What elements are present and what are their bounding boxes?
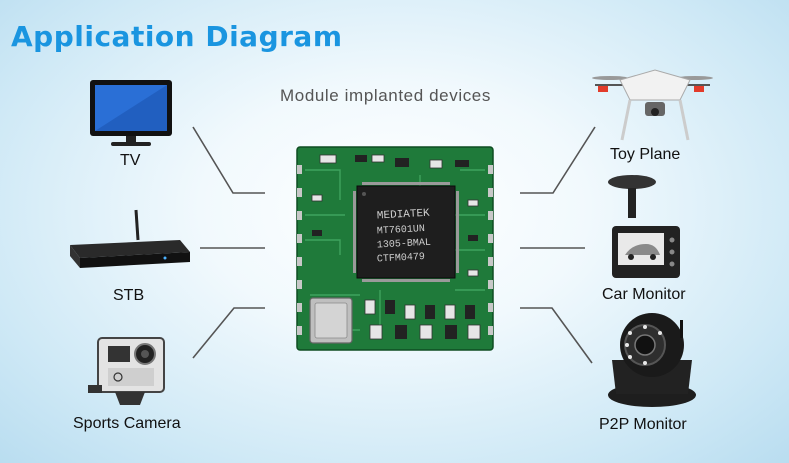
sports-camera-icon	[88, 337, 165, 405]
chip-marking-line-3: 1305-BMAL	[377, 238, 432, 252]
car-monitor-icon	[608, 175, 680, 278]
castellated-pads	[297, 165, 493, 335]
smd-components	[311, 154, 481, 340]
crystal-oscillator	[309, 297, 353, 344]
mediatek-chip: MEDIATEK MT7601UN 1305-BMAL CTFM0479	[353, 182, 459, 282]
connector-toy-plane	[520, 126, 596, 194]
tv-icon	[90, 80, 172, 146]
connector-lines	[192, 126, 596, 364]
device-label-stb: STB	[113, 287, 145, 304]
device-label-sports-camera: Sports Camera	[73, 415, 181, 432]
chip-marking-line-2: MT7601UN	[377, 224, 426, 237]
pcb-traces	[305, 169, 485, 331]
connector-p2p-monitor	[520, 307, 593, 364]
device-label-car-monitor: Car Monitor	[602, 286, 686, 303]
wifi-module-pcb: MEDIATEK MT7601UN 1305-BMAL CTFM0479	[296, 146, 494, 351]
page-title: Application Diagram	[11, 20, 343, 53]
stb-icon	[70, 209, 190, 268]
chip-marking-line-1: MEDIATEK	[377, 208, 431, 223]
connector-sports-camera	[192, 307, 265, 359]
device-label-tv: TV	[120, 152, 141, 169]
diagram-subtitle: Module implanted devices	[280, 86, 491, 105]
device-label-p2p-monitor: P2P Monitor	[599, 416, 687, 433]
p2p-monitor-icon	[608, 313, 696, 407]
connector-tv	[192, 126, 265, 194]
chip-marking-line-4: CTFM0479	[377, 252, 426, 265]
device-label-toy-plane: Toy Plane	[610, 146, 681, 163]
toy-plane-icon	[592, 69, 713, 141]
